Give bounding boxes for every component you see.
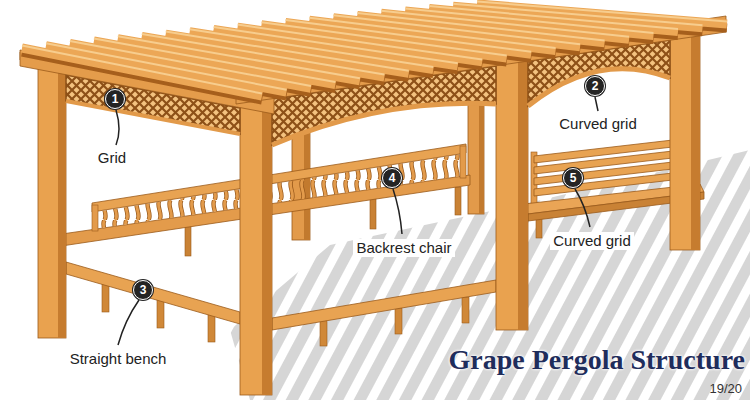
post-side [479,96,484,214]
page-number: 19/20 [706,382,745,397]
lattice-trim [272,103,496,145]
callout-circle: 5 [563,168,583,188]
bench-leg [157,300,164,328]
post [38,56,66,338]
leader-line [393,189,402,234]
post-side [262,90,272,395]
leader-line [595,97,598,111]
callout-number: 1 [112,93,119,105]
part-label: Curved grid [550,232,634,249]
title-holder: Grape Pergola Structure [448,345,745,376]
spindles [95,154,462,229]
straight-bench [66,262,496,346]
lattice-trim [528,69,670,106]
bench-leg [462,297,469,323]
label-holder: Curved grid [556,115,640,132]
callout-circle: 4 [382,168,402,188]
leader-lines [116,97,598,345]
backrest-post [460,146,466,178]
bench-leg [370,199,376,229]
post-side [691,32,700,250]
bench-leg [185,226,191,256]
bench-seat [272,280,496,330]
top-rail [92,144,466,212]
part-label: Grid [95,149,129,166]
leader-line [118,300,139,345]
leader-line [116,110,119,145]
bench-seat [66,262,240,324]
bench-leg [395,308,402,334]
part-label: Straight bench [67,350,170,367]
leader-line [575,189,590,227]
part-label: Curved grid [556,115,640,132]
bench-leg [455,187,461,215]
backrest-post [92,205,98,231]
diagram-title: Grape Pergola Structure [448,345,745,376]
lattice-trim [66,101,240,134]
label-holder: Grid [95,149,129,166]
callout-number: 5 [570,172,577,184]
callout-number: 2 [592,80,599,92]
post-side [58,56,66,338]
callout-circle: 3 [133,280,153,300]
bench-leg [320,320,327,346]
post-side [518,60,528,330]
post [468,96,484,214]
bench-leg [208,314,215,342]
label-holder: 19/20 [706,382,745,397]
post [670,32,700,250]
callout-number: 3 [140,284,147,296]
bench-leg [536,218,542,238]
callout-circle: 1 [105,89,125,109]
roof-rafters [22,1,727,100]
label-holder: Curved grid [550,232,634,249]
callout-number: 4 [389,172,396,184]
callout-circle: 2 [585,76,605,96]
label-holder: Backrest chair [353,239,454,256]
part-label: Backrest chair [353,239,454,256]
rafter-highlight [22,1,727,93]
post [240,90,272,395]
label-holder: Straight bench [67,350,170,367]
bench-leg [102,284,109,312]
post [496,60,528,330]
